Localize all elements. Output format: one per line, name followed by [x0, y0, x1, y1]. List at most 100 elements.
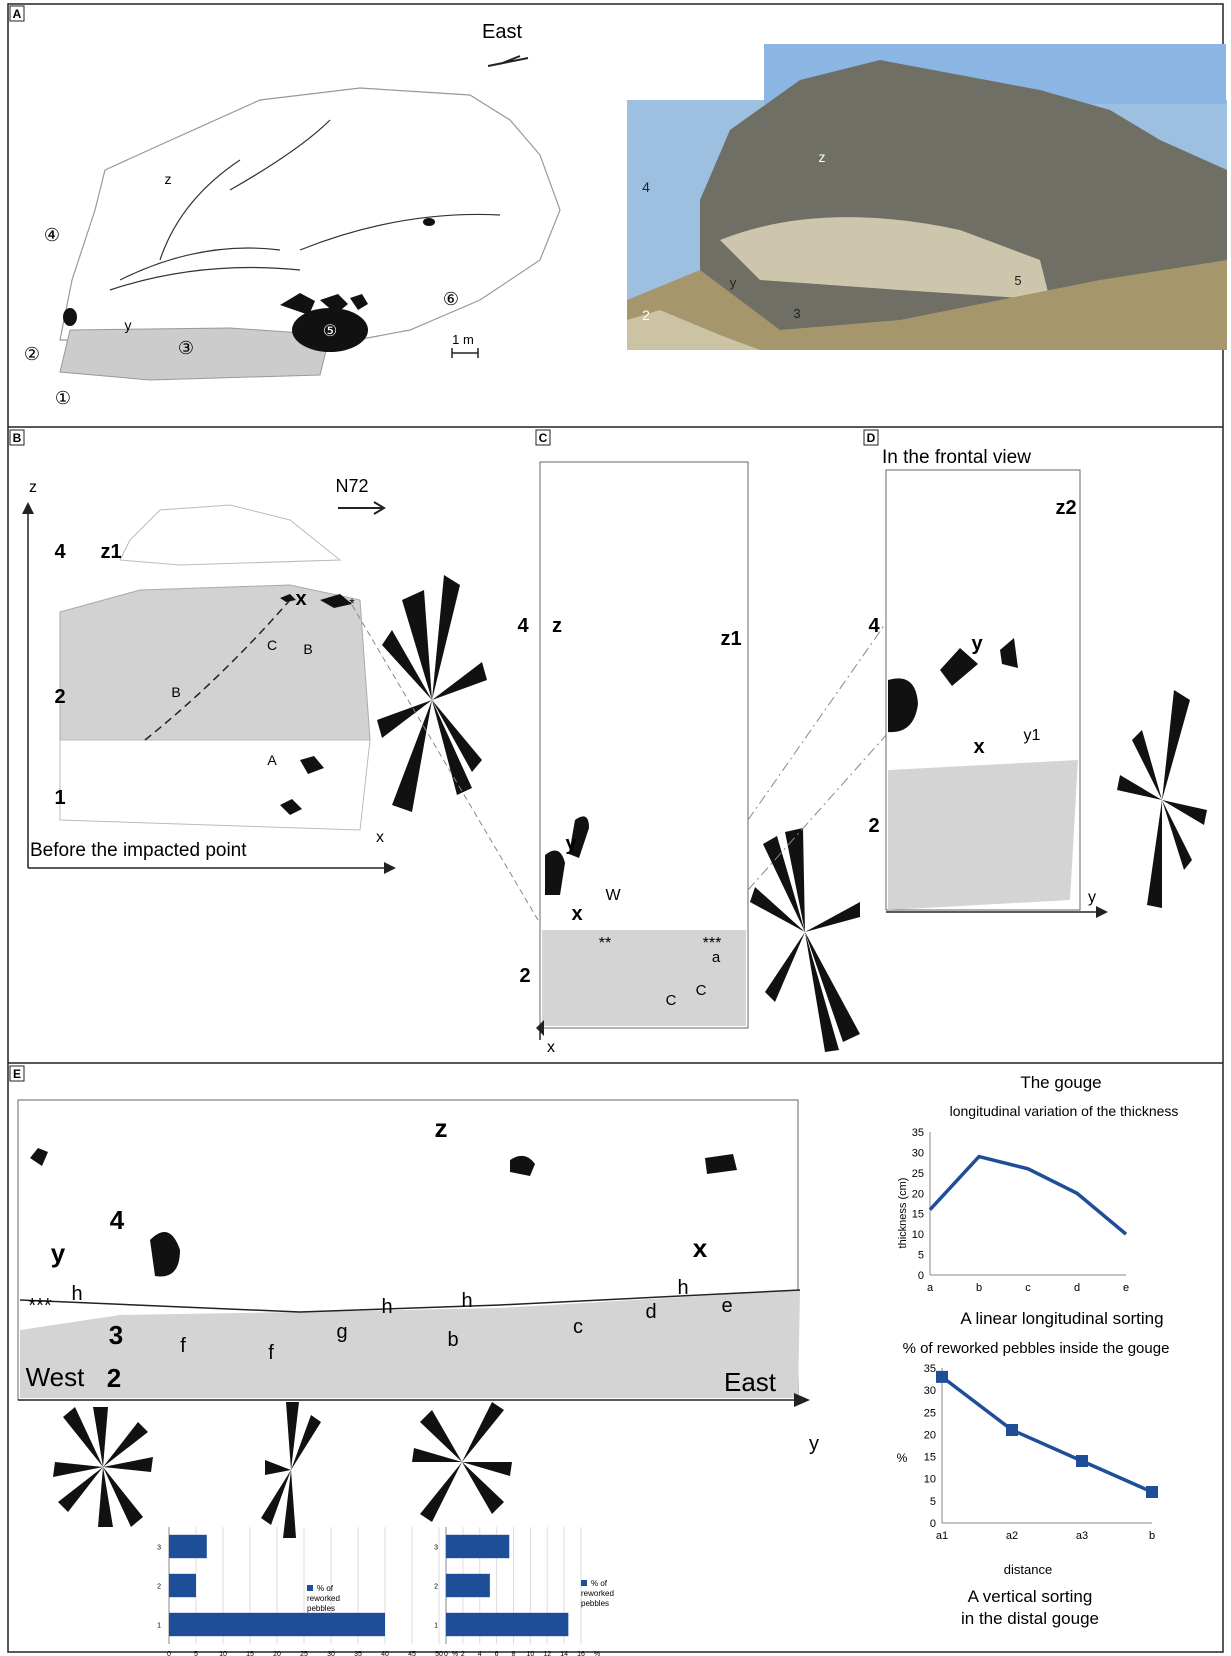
label-e-y: y: [51, 1238, 66, 1268]
chart1-ytick-7: 35: [912, 1127, 924, 1139]
chart3-xtick-0: 0: [167, 1651, 171, 1656]
chart2-series-line: [940, 1375, 1153, 1494]
chart3-unit: %: [452, 1651, 458, 1656]
unit-1-sketch: [59, 739, 371, 831]
chart2-ylabel: %: [897, 1451, 908, 1465]
chart3-ytick-2: 2: [157, 1584, 161, 1591]
label-c-y: y: [565, 833, 577, 855]
x-axis-label-c: x: [547, 1039, 555, 1056]
label-b-B1: B: [303, 641, 312, 657]
connector-c-d-2: [747, 619, 889, 821]
label-e-h1: h: [71, 1283, 82, 1305]
chart2-xtick-1: a2: [1006, 1530, 1018, 1542]
x-axis-label: x: [376, 829, 384, 846]
photo-label-y: y: [730, 275, 737, 290]
chart3-ytick-3: 3: [157, 1545, 161, 1552]
label-b-1: 1: [54, 787, 65, 809]
chart4-bar-1: [446, 1612, 569, 1637]
rose-diagram-e2: [261, 1402, 321, 1538]
chart4-xtick-0: 0: [444, 1651, 448, 1656]
photo-label-5: 5: [1014, 273, 1021, 288]
chart3-bar-3: [169, 1534, 207, 1559]
panel-a-letter-box: [9, 5, 25, 22]
panel-e-letter: E: [13, 1067, 21, 1081]
chart3-legend-line-1: reworked: [307, 1594, 340, 1603]
chart2-point-3: [1146, 1486, 1158, 1498]
z-axis-label: z: [29, 479, 37, 496]
chart2-xlabel: distance: [1004, 1562, 1052, 1577]
reworked-pebbles-chart: % of reworked pebbles inside the gouge %…: [897, 1340, 1170, 1628]
unit-2-c: [542, 930, 746, 1026]
panel-c: C x 4 z z1 y x W ** *** a 2 C C: [517, 429, 889, 1056]
contact-dashed: [144, 599, 291, 741]
chart3-ytick-1: 1: [157, 1623, 161, 1630]
chart4-ytick-1: 1: [434, 1623, 438, 1630]
label-c-C2: C: [666, 992, 677, 1009]
label-e-h4: h: [677, 1277, 688, 1299]
chart1-ytick-0: 0: [918, 1270, 924, 1282]
chart4-xtick-4: 8: [512, 1651, 516, 1656]
label-e-h2: h: [381, 1296, 392, 1318]
zone-y-label: y: [125, 317, 132, 333]
panel-d-letter: D: [867, 431, 876, 445]
label-d-y1: y1: [1024, 727, 1041, 744]
rose-diagram-b: [377, 575, 487, 812]
y-axis-label-d: y: [1088, 889, 1096, 906]
chart4-legend-line-0: % of: [591, 1579, 608, 1588]
label-e-h3: h: [461, 1290, 472, 1312]
panel-a-letter: A: [13, 7, 22, 21]
label-e-x: x: [693, 1233, 708, 1263]
panel-b-caption: Before the impacted point: [30, 840, 247, 861]
rose-diagram-e1: [53, 1407, 153, 1527]
chart2-ytick-6: 30: [924, 1385, 936, 1397]
unit-2-marker: ②: [24, 344, 40, 364]
chart3-xtick-1: 5: [194, 1651, 198, 1656]
label-e-2: 2: [107, 1363, 121, 1393]
chart4-xtick-2: 4: [478, 1651, 482, 1656]
chart3-xtick-3: 15: [246, 1651, 254, 1656]
chart3-xtick-9: 45: [408, 1651, 416, 1656]
unit-2-3-e: [20, 1290, 800, 1398]
chart3-xtick-10: 50: [435, 1651, 443, 1656]
black-clasts: [280, 293, 368, 315]
unit-4-marker: ④: [44, 225, 60, 245]
east-label: East: [724, 1367, 777, 1397]
black-clasts-c: [545, 816, 589, 895]
photo-label-4: 4: [642, 179, 650, 195]
panel-c-letter: C: [539, 431, 548, 445]
chart2-ytick-2: 10: [924, 1474, 936, 1486]
chart2-caption-2: in the distal gouge: [961, 1609, 1099, 1628]
chart2-ytick-7: 35: [924, 1363, 936, 1375]
label-b-2: 2: [54, 686, 65, 708]
chart2-caption-1: A vertical sorting: [968, 1587, 1093, 1606]
unit-2-sketch: [59, 584, 371, 741]
chart1-subtitle: longitudinal variation of the thickness: [950, 1103, 1179, 1119]
photo-label-3: 3: [793, 306, 800, 321]
chart4-xtick-5: 10: [526, 1651, 534, 1656]
chart1-ytick-5: 25: [912, 1168, 924, 1180]
label-b-4: 4: [54, 541, 66, 563]
label-e-b: b: [447, 1329, 458, 1351]
label-c-C1: C: [696, 982, 707, 999]
label-c-x: x: [571, 903, 582, 925]
chart1-xtick-0: a: [927, 1282, 934, 1294]
scale-label: 1 m: [452, 332, 474, 347]
outcrop-photo: z 4 y 2 3 5: [627, 44, 1227, 350]
chart1-ytick-2: 10: [912, 1229, 924, 1241]
black-clasts-b: [280, 594, 352, 815]
chart4-ytick-2: 2: [434, 1584, 438, 1591]
label-e-f2: f: [268, 1342, 274, 1364]
zone-z-label: z: [165, 171, 172, 187]
chart3-xtick-8: 40: [381, 1651, 389, 1656]
chart2-ytick-4: 20: [924, 1429, 936, 1441]
scale-bar: [451, 348, 479, 358]
chart1-title: The gouge: [1020, 1073, 1101, 1092]
chart4-legend-line-2: pebbles: [581, 1599, 609, 1608]
direction-label: East: [482, 21, 522, 43]
chart4-xtick-3: 6: [495, 1651, 499, 1656]
chart1-xtick-4: e: [1123, 1282, 1129, 1294]
orientation-arrow-icon: [338, 501, 386, 515]
panel-b: B z x N72 Before the impacted point 4 z1…: [9, 429, 539, 921]
